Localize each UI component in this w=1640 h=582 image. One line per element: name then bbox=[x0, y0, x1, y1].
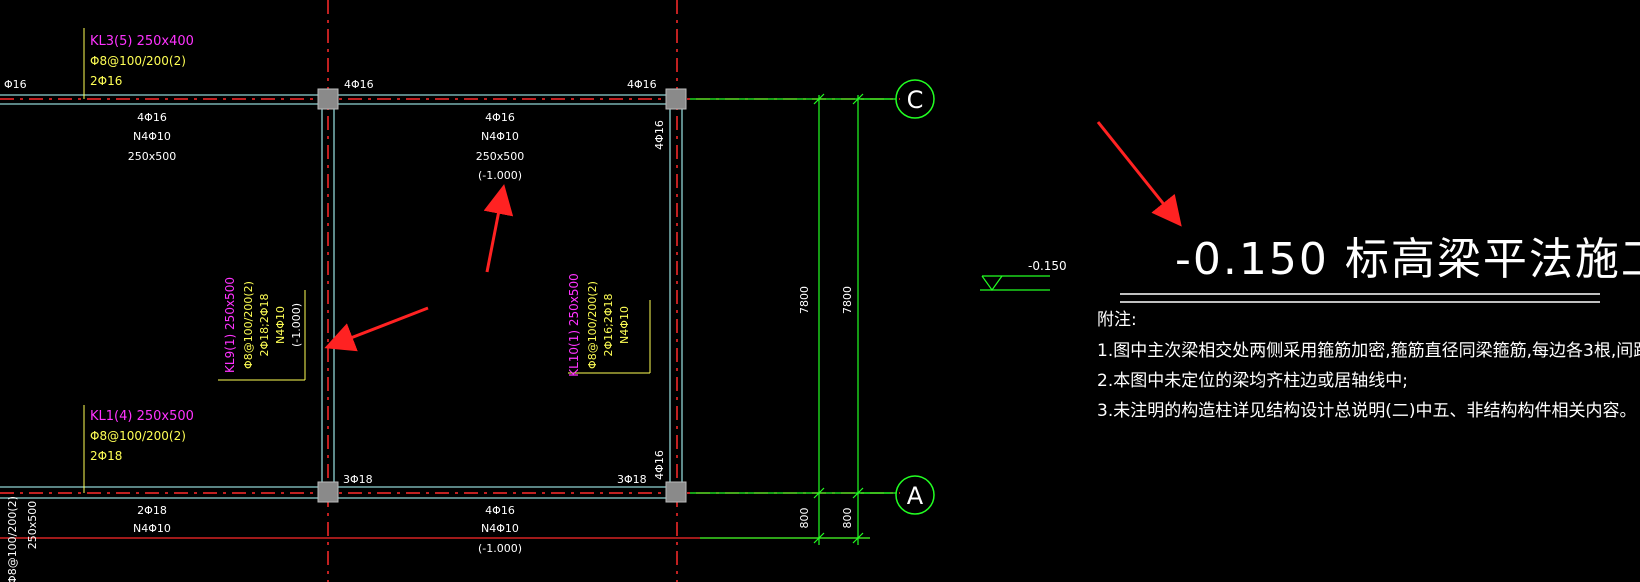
rebar-top-left-edge: Φ16 bbox=[4, 78, 27, 91]
rebar-top-col2: 4Φ16 bbox=[627, 78, 657, 91]
grid-bubble-a: A bbox=[895, 475, 935, 515]
grid-bubble-c: C bbox=[895, 79, 935, 119]
arrow-to-kl9-elevation bbox=[324, 306, 429, 352]
kl10-stirrup: Φ8@100/200(2) bbox=[586, 281, 599, 369]
dim-text-7800-1: 7800 bbox=[798, 286, 811, 314]
span1-size: 250x500 bbox=[128, 150, 177, 163]
elevation-mark: -0.150 bbox=[1028, 259, 1067, 273]
dim-tick-2b bbox=[852, 487, 864, 499]
grid-label-a: A bbox=[907, 482, 924, 510]
column-a2 bbox=[665, 481, 687, 503]
span2-bottom: 4Φ16 bbox=[485, 111, 515, 124]
kl9-bars: 2Φ18;2Φ18 bbox=[258, 293, 271, 356]
left-edge-b: 250x500 bbox=[26, 501, 39, 550]
kl3-name: KL3(5) 250x400 bbox=[90, 34, 194, 49]
axis-lines bbox=[0, 0, 900, 582]
dimension-lines bbox=[690, 93, 896, 545]
kl1-name: KL1(4) 250x500 bbox=[90, 409, 194, 424]
bot-col2: 3Φ18 bbox=[617, 473, 647, 486]
dim-tick-2a bbox=[852, 93, 864, 105]
kl9-elev: (-1.000) bbox=[290, 303, 303, 347]
dim-text-800-1: 800 bbox=[798, 508, 811, 529]
annotation-arrows bbox=[324, 121, 1182, 352]
drawing-title: -0.150 标高梁平法施工图 bbox=[1175, 234, 1640, 285]
span1-waist: N4Φ10 bbox=[133, 130, 171, 143]
kl1-top: 2Φ18 bbox=[90, 449, 122, 463]
arrow-to-title bbox=[1096, 121, 1182, 227]
column-c1 bbox=[317, 88, 339, 110]
bot-span1-a: 2Φ18 bbox=[137, 504, 167, 517]
bot-span1-b: N4Φ10 bbox=[133, 522, 171, 535]
dim-tick-1b bbox=[813, 487, 825, 499]
dim-tick-2c bbox=[852, 532, 864, 544]
kl10-name: KL10(1) 250x500 bbox=[567, 273, 581, 377]
span2-size: 250x500 bbox=[476, 150, 525, 163]
span1-bottom: 4Φ16 bbox=[137, 111, 167, 124]
dim-tick-1c bbox=[813, 532, 825, 544]
dim-text-7800-2: 7800 bbox=[841, 286, 854, 314]
bot-span2-a: 4Φ16 bbox=[485, 504, 515, 517]
kl9-name: KL9(1) 250x500 bbox=[223, 277, 237, 373]
kl3-stirrup: Φ8@100/200(2) bbox=[90, 54, 186, 68]
notes-heading: 附注: bbox=[1097, 310, 1137, 330]
right-col-top: 4Φ16 bbox=[653, 120, 666, 150]
left-edge-a: Φ8@100/200(2) bbox=[6, 496, 19, 582]
bot-span2-c: (-1.000) bbox=[478, 542, 522, 555]
arrow-to-span-elevation bbox=[483, 184, 514, 273]
kl1-stirrup: Φ8@100/200(2) bbox=[90, 429, 186, 443]
kl10-waist: N4Φ10 bbox=[618, 306, 631, 344]
rebar-top-col1: 4Φ16 bbox=[344, 78, 374, 91]
column-a1 bbox=[317, 481, 339, 503]
grid-label-c: C bbox=[907, 86, 924, 114]
kl9-stirrup: Φ8@100/200(2) bbox=[242, 281, 255, 369]
column-c2 bbox=[665, 88, 687, 110]
dim-text-800-2: 800 bbox=[841, 508, 854, 529]
span2-elev: (-1.000) bbox=[478, 169, 522, 182]
columns bbox=[317, 88, 687, 503]
span2-waist: N4Φ10 bbox=[481, 130, 519, 143]
kl3-top: 2Φ16 bbox=[90, 74, 122, 88]
bot-span2-b: N4Φ10 bbox=[481, 522, 519, 535]
notes-item-2: 2.本图中未定位的梁均齐柱边或居轴线中; bbox=[1097, 371, 1408, 391]
notes-item-1: 1.图中主次梁相交处两侧采用箍筋加密,箍筋直径同梁箍筋,每边各3根,间距 50; bbox=[1097, 341, 1640, 361]
right-col-bottom: 4Φ16 bbox=[653, 450, 666, 480]
elevation-symbol bbox=[980, 275, 1050, 292]
dim-tick-1a bbox=[813, 93, 825, 105]
kl10-bars: 2Φ16;2Φ18 bbox=[602, 293, 615, 356]
bot-col1: 3Φ18 bbox=[343, 473, 373, 486]
kl9-waist: N4Φ10 bbox=[274, 306, 287, 344]
notes-item-3: 3.未注明的构造柱详见结构设计总说明(二)中五、非结构构件相关内容。 bbox=[1097, 401, 1636, 421]
